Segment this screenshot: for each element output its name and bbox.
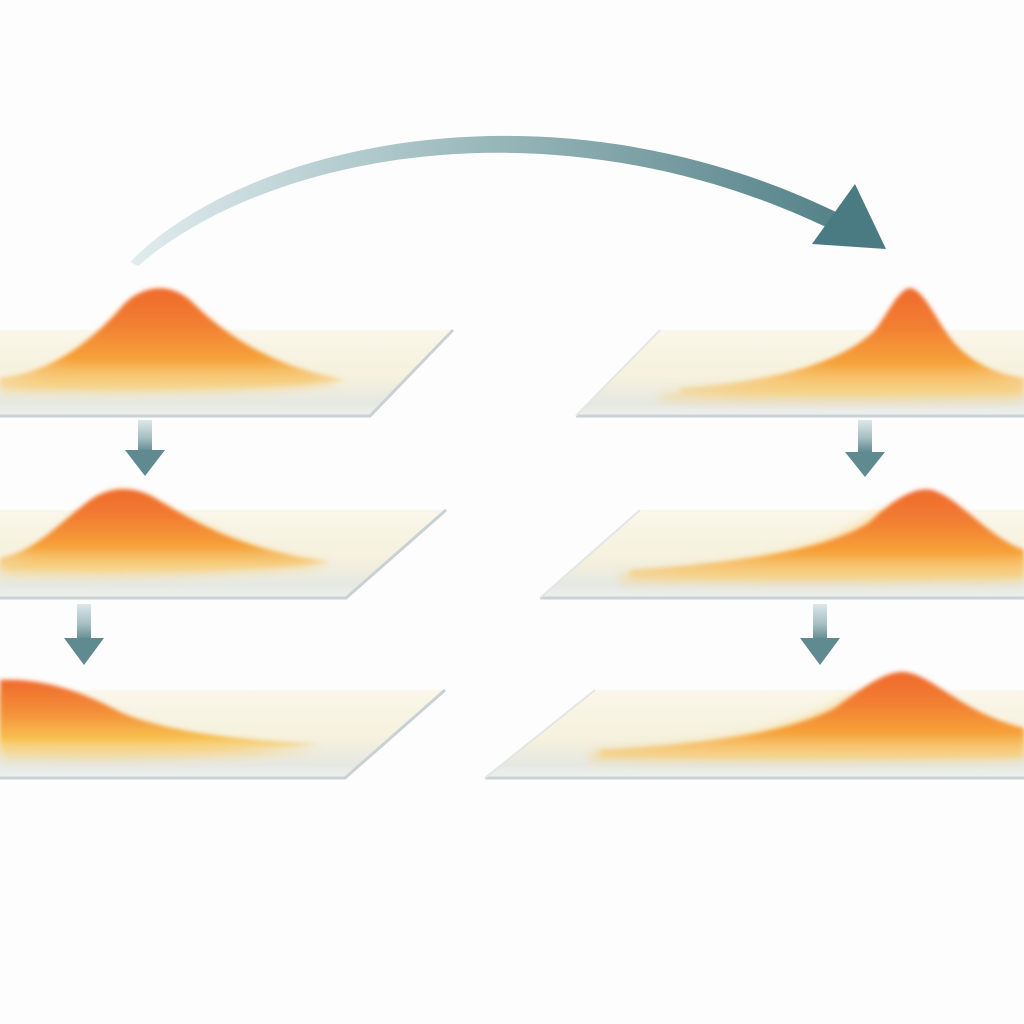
left-layer-2: [0, 489, 447, 600]
right-layer-2: [539, 489, 1024, 600]
plane-edge: [539, 509, 641, 599]
curved-arrow-shaft: [130, 135, 842, 266]
peak: [0, 679, 320, 754]
down-arrow: [845, 420, 885, 477]
plane-edge: [575, 329, 661, 417]
curved-arrow-head: [812, 184, 886, 249]
left-layer-1: [0, 288, 455, 418]
left-layer-3: [0, 679, 446, 780]
peak: [680, 288, 1024, 396]
down-arrow: [64, 604, 104, 665]
right-layer-3: [484, 671, 1024, 780]
curved-arrow: [130, 135, 886, 266]
peak: [600, 671, 1024, 760]
plane-edge: [0, 328, 455, 418]
plane-edge: [0, 688, 446, 780]
peak: [0, 489, 330, 572]
peak: [0, 288, 345, 390]
down-arrow: [125, 420, 165, 476]
right-layer-1: [575, 288, 1024, 418]
plane-edge: [484, 689, 596, 779]
peak: [630, 489, 1024, 580]
plane-edge: [0, 508, 447, 600]
down-arrow: [800, 604, 840, 665]
